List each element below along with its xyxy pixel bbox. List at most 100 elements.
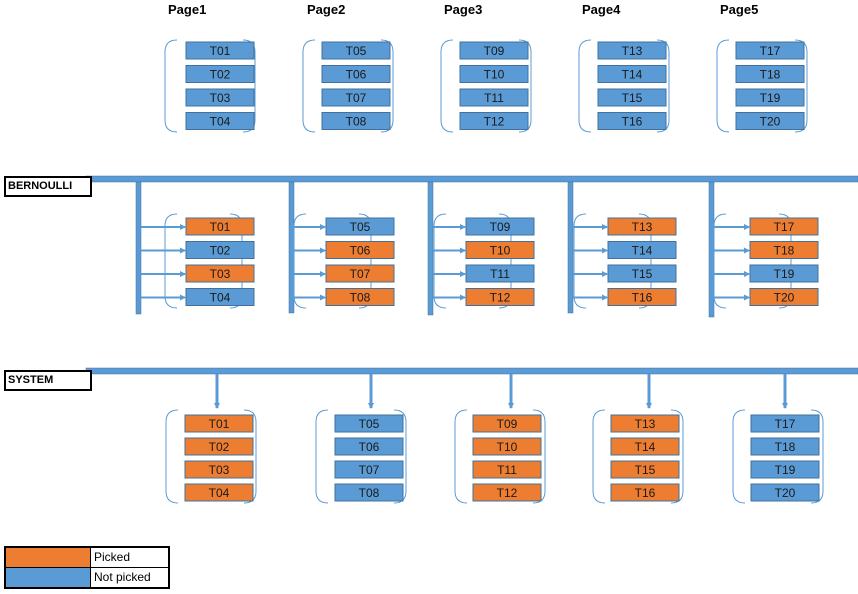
system-table-label-t10: T10 <box>497 440 518 454</box>
bernoulli-table-label-t04: T04 <box>210 291 231 305</box>
bernoulli-left-brace-4 <box>573 213 587 309</box>
bernoulli-table-label-t08: T08 <box>350 291 371 305</box>
bernoulli-table-t14 <box>607 241 677 259</box>
legend-swatch-picked <box>6 548 91 567</box>
page3-table-t11 <box>459 88 529 107</box>
bernoulli-table-label-t01: T01 <box>210 220 231 234</box>
bernoulli-left-brace-1 <box>164 213 178 309</box>
system-label: SYSTEM <box>4 370 92 391</box>
page1-table-t02 <box>185 65 255 83</box>
system-right-brace-3 <box>532 409 546 504</box>
system-table-label-t20: T20 <box>775 486 796 500</box>
system-table-label-t03: T03 <box>209 463 230 477</box>
system-table-t08 <box>334 483 404 502</box>
page2-table-label-t08: T08 <box>346 115 367 129</box>
page4-table-t13 <box>597 41 667 60</box>
page-left-brace-5 <box>716 39 730 133</box>
legend-swatch-not-picked <box>6 568 91 587</box>
system-table-t06 <box>334 437 404 456</box>
system-right-brace-1 <box>243 409 257 504</box>
page2-table-label-t07: T07 <box>346 91 367 105</box>
bernoulli-stem-4 <box>567 181 574 314</box>
page5-table-label-t17: T17 <box>760 44 781 58</box>
system-table-label-t11: T11 <box>497 463 517 477</box>
bernoulli-table-label-t16: T16 <box>632 291 653 305</box>
system-bus-line <box>85 367 858 375</box>
legend-label-picked: Picked <box>94 550 131 564</box>
bernoulli-table-label-t10: T10 <box>490 244 511 258</box>
bernoulli-table-label-t09: T09 <box>490 220 511 234</box>
system-table-label-t13: T13 <box>635 417 656 431</box>
bernoulli-left-brace-5 <box>713 213 727 309</box>
bernoulli-bus-line <box>85 175 858 183</box>
bernoulli-right-brace-3 <box>498 213 512 309</box>
bernoulli-table-t10 <box>465 241 535 259</box>
bernoulli-table-t16 <box>607 288 677 306</box>
legend-row-not-picked: Not picked <box>6 567 168 587</box>
system-left-brace-5 <box>732 409 746 504</box>
bernoulli-table-t15 <box>607 264 677 283</box>
system-table-t11 <box>472 460 542 479</box>
system-left-brace-3 <box>454 409 468 504</box>
page5-table-t20 <box>735 112 805 130</box>
bernoulli-table-t19 <box>749 264 819 283</box>
system-left-brace-1 <box>165 409 179 504</box>
legend: Picked Not picked <box>4 546 170 589</box>
bernoulli-table-label-t05: T05 <box>350 220 371 234</box>
page4-table-t14 <box>597 65 667 83</box>
page-right-brace-1 <box>242 39 256 133</box>
system-table-t07 <box>334 460 404 479</box>
system-table-label-t09: T09 <box>497 417 518 431</box>
page5-table-t17 <box>735 41 805 60</box>
legend-label-not-picked: Not picked <box>94 570 151 584</box>
bernoulli-right-brace-5 <box>778 213 792 309</box>
page2-table-label-t06: T06 <box>346 68 367 82</box>
bernoulli-table-label-t06: T06 <box>350 244 371 258</box>
bernoulli-label: BERNOULLI <box>4 176 92 197</box>
bernoulli-table-label-t13: T13 <box>632 220 653 234</box>
bernoulli-stem-2 <box>288 181 295 314</box>
system-table-label-t17: T17 <box>775 417 796 431</box>
system-table-label-t07: T07 <box>359 463 380 477</box>
page3-table-label-t09: T09 <box>484 44 505 58</box>
system-table-t15 <box>610 460 680 479</box>
system-table-t17 <box>750 414 820 433</box>
bernoulli-table-t12 <box>465 288 535 306</box>
page-title-1: Page1 <box>168 2 207 17</box>
page4-table-label-t15: T15 <box>622 91 643 105</box>
system-table-t05 <box>334 414 404 433</box>
system-table-t09 <box>472 414 542 433</box>
bernoulli-stem-1 <box>135 181 142 315</box>
system-table-label-t12: T12 <box>497 486 518 500</box>
system-table-label-t14: T14 <box>635 440 656 454</box>
bernoulli-table-t06 <box>325 241 395 259</box>
page-left-brace-3 <box>440 39 454 133</box>
system-table-t20 <box>750 483 820 502</box>
page4-table-t16 <box>597 112 667 130</box>
bernoulli-table-t18 <box>749 241 819 259</box>
page2-table-t08 <box>321 112 391 130</box>
system-table-label-t08: T08 <box>359 486 380 500</box>
page1-table-label-t03: T03 <box>210 91 231 105</box>
page1-table-t04 <box>185 112 255 130</box>
bernoulli-table-label-t11: T11 <box>490 267 510 281</box>
page2-table-t06 <box>321 65 391 83</box>
bernoulli-table-t09 <box>465 217 535 236</box>
page3-table-t09 <box>459 41 529 60</box>
bernoulli-table-t07 <box>325 264 395 283</box>
bernoulli-right-brace-2 <box>358 213 372 309</box>
system-left-brace-4 <box>592 409 606 504</box>
bernoulli-table-t02 <box>185 241 255 259</box>
page2-table-t05 <box>321 41 391 60</box>
legend-row-picked: Picked <box>6 548 168 567</box>
page4-table-label-t13: T13 <box>622 44 643 58</box>
page3-table-t10 <box>459 65 529 83</box>
system-table-t04 <box>184 483 254 502</box>
page-left-brace-2 <box>302 39 316 133</box>
system-table-label-t02: T02 <box>209 440 230 454</box>
bernoulli-table-t20 <box>749 288 819 306</box>
page2-table-t07 <box>321 88 391 107</box>
page3-table-label-t10: T10 <box>484 68 505 82</box>
system-table-t18 <box>750 437 820 456</box>
